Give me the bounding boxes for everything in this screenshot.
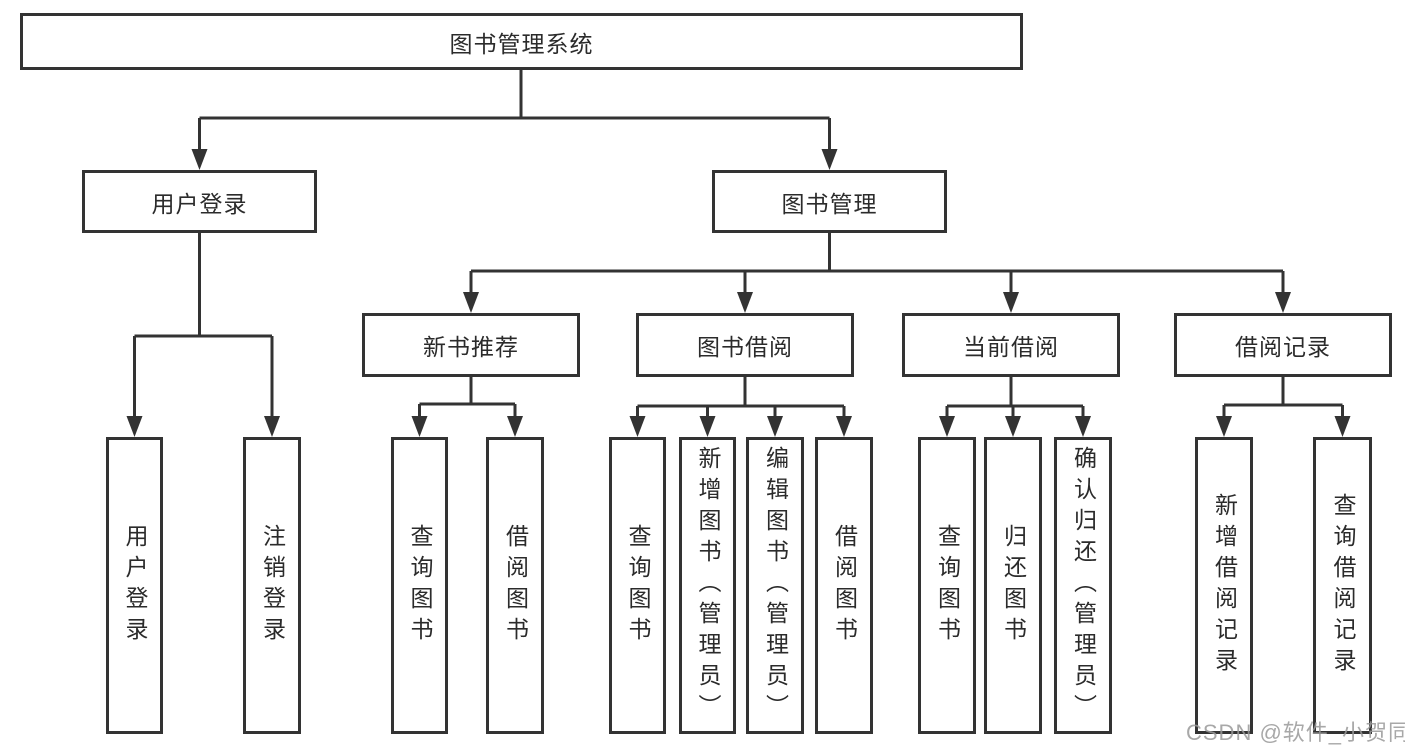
node-book-management: 图书管理	[712, 170, 947, 233]
arrowhead-icon	[836, 416, 852, 437]
leaf-label: 查询图书	[625, 523, 651, 648]
leaf-confirm-return-admin: 确认归还（管理员）	[1054, 437, 1112, 734]
leaf-label: 注销登录	[259, 523, 286, 648]
arrowhead-icon	[699, 416, 716, 437]
arrowhead-icon	[767, 416, 783, 437]
leaf-query-books-borrowing: 查询图书	[609, 437, 666, 734]
leaf-label: 借阅图书	[502, 523, 529, 648]
arrowhead-icon	[191, 149, 208, 170]
leaf-query-borrow-record: 查询借阅记录	[1313, 437, 1372, 734]
leaf-query-books-current: 查询图书	[918, 437, 976, 734]
leaf-add-books-admin: 新增图书（管理员）	[679, 437, 736, 734]
arrowhead-icon	[507, 416, 523, 437]
arrowhead-icon	[1216, 416, 1232, 437]
node-borrowing-records: 借阅记录	[1174, 313, 1392, 377]
leaf-label: 新增借阅记录	[1211, 492, 1238, 679]
node-new-book-recommendation: 新书推荐	[362, 313, 580, 377]
node-library-management-system: 图书管理系统	[20, 13, 1023, 70]
leaf-user-login: 用户登录	[106, 437, 163, 734]
leaf-borrow-books-recommend: 借阅图书	[486, 437, 544, 734]
leaf-query-books-recommend: 查询图书	[391, 437, 448, 734]
leaf-borrow-books-borrowing: 借阅图书	[815, 437, 873, 734]
arrowhead-icon	[1075, 416, 1091, 437]
arrowhead-icon	[126, 416, 143, 437]
arrowhead-icon	[463, 292, 479, 313]
arrowhead-icon	[1005, 416, 1021, 437]
arrowhead-icon	[411, 416, 428, 437]
leaf-label: 新增图书（管理员）	[695, 446, 721, 725]
leaf-logout-login: 注销登录	[243, 437, 301, 734]
arrowhead-icon	[264, 416, 280, 437]
node-current-borrowing: 当前借阅	[902, 313, 1120, 377]
leaf-label: 查询图书	[407, 523, 433, 648]
leaf-return-books: 归还图书	[984, 437, 1042, 734]
arrowhead-icon	[939, 416, 955, 437]
leaf-label: 归还图书	[1000, 523, 1027, 648]
leaf-label: 确认归还（管理员）	[1070, 446, 1097, 725]
arrowhead-icon	[821, 149, 838, 170]
arrowhead-icon	[737, 292, 753, 313]
csdn-watermark: CSDN @软件_小贺同学	[1186, 720, 1405, 745]
leaf-label: 借阅图书	[831, 523, 858, 648]
leaf-label: 编辑图书（管理员）	[762, 446, 789, 725]
leaf-label: 查询图书	[934, 523, 961, 648]
arrowhead-icon	[1003, 292, 1019, 313]
leaf-label: 查询借阅记录	[1330, 492, 1356, 679]
leaf-label: 用户登录	[122, 523, 148, 648]
arrowhead-icon	[1275, 292, 1291, 313]
leaf-add-borrow-record: 新增借阅记录	[1195, 437, 1253, 734]
leaf-edit-books-admin: 编辑图书（管理员）	[746, 437, 804, 734]
node-user-login: 用户登录	[82, 170, 317, 233]
arrowhead-icon	[629, 416, 646, 437]
arrowhead-icon	[1334, 416, 1351, 437]
node-book-borrowing: 图书借阅	[636, 313, 854, 377]
